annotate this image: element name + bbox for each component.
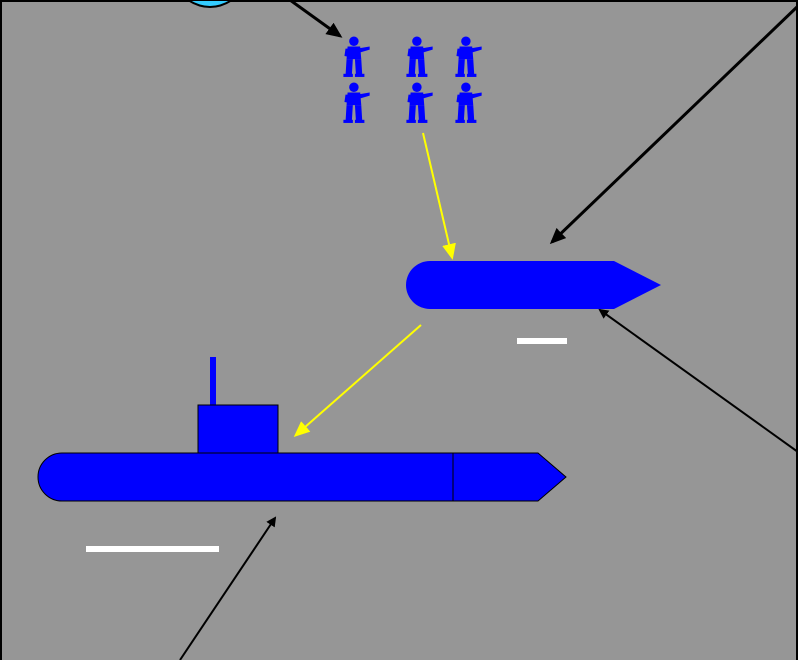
small-vessel-shape bbox=[406, 261, 661, 309]
submarine-hull bbox=[37, 452, 454, 502]
submarine-marker bbox=[86, 546, 219, 552]
submarine-mast bbox=[210, 357, 216, 405]
callout-arrow-troops bbox=[289, 0, 343, 38]
flow-arrow-troops-to-vessel bbox=[422, 132, 456, 260]
callout-arrow-small-vessel-top bbox=[549, 4, 798, 245]
callout-arrow-submarine bbox=[179, 516, 277, 660]
submarine-stern bbox=[452, 452, 567, 502]
submarine-conning-tower bbox=[197, 404, 279, 454]
small-vessel-marker bbox=[517, 338, 567, 344]
partial-circle-shape bbox=[186, 0, 234, 8]
callout-arrow-small-vessel-right bbox=[598, 308, 798, 453]
flow-arrow-vessel-to-submarine bbox=[293, 324, 422, 437]
